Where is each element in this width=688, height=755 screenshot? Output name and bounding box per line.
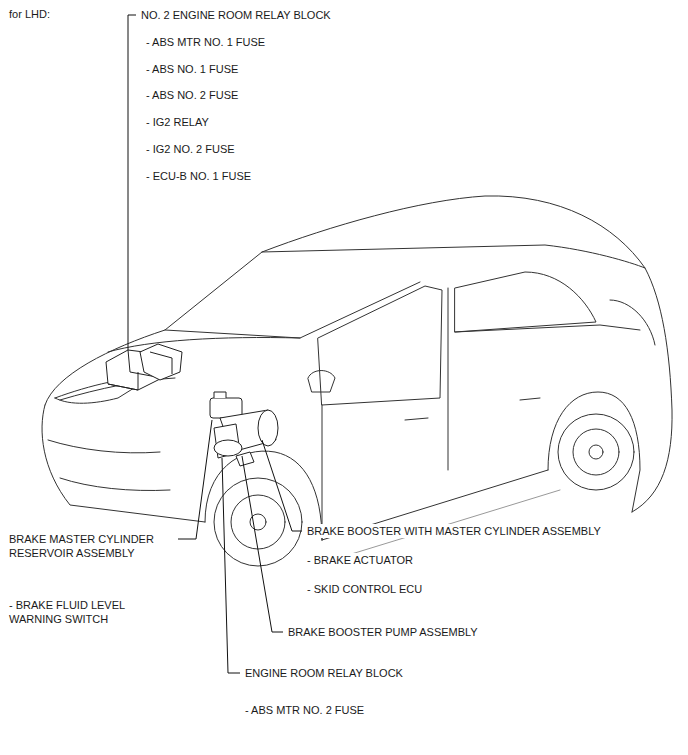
part-label: BRAKE BOOSTER WITH MASTER CYLINDER ASSEM… [306, 524, 602, 538]
part-label: NO. 2 ENGINE ROOM RELAY BLOCK [140, 8, 332, 22]
part-label: - IG2 RELAY [145, 115, 210, 129]
part-label: - ABS NO. 1 FUSE [145, 62, 239, 76]
part-label: - BRAKE FLUID LEVEL WARNING SWITCH [8, 598, 162, 626]
part-label: - ECU-B NO. 1 FUSE [145, 169, 252, 183]
part-label: - IG2 NO. 2 FUSE [145, 142, 236, 156]
part-label: ENGINE ROOM RELAY BLOCK [244, 666, 404, 680]
part-label: - ABS MTR NO. 1 FUSE [145, 35, 266, 49]
part-label: BRAKE MASTER CYLINDER RESERVOIR ASSEMBLY [8, 532, 178, 560]
part-label: - SKID CONTROL ECU [306, 582, 423, 596]
part-label: - BRAKE ACTUATOR [306, 553, 414, 567]
title: for LHD: [8, 7, 51, 21]
part-label: - ABS NO. 2 FUSE [145, 88, 239, 102]
part-label: - ABS MTR NO. 2 FUSE [244, 703, 365, 717]
part-label: BRAKE BOOSTER PUMP ASSEMBLY [287, 625, 479, 639]
